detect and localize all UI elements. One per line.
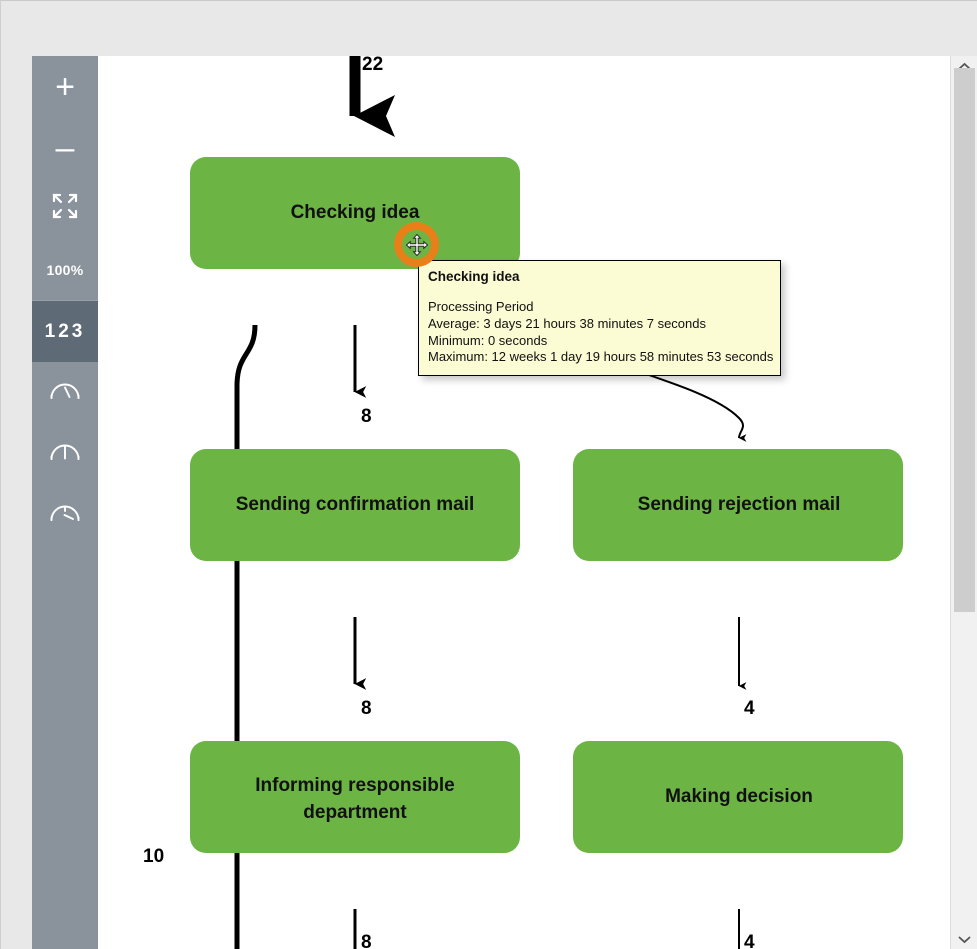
gauge-mid-button[interactable] — [32, 423, 98, 484]
canvas-vertical-scrollbar[interactable] — [950, 56, 977, 949]
tooltip-minimum: Minimum: 0 seconds — [428, 332, 548, 348]
scrollbar-thumb[interactable] — [954, 68, 975, 612]
plus-icon: + — [55, 67, 75, 106]
node-label-line2: department — [303, 802, 407, 823]
edge-label-incoming: 22 — [362, 56, 383, 75]
node-label: Sending rejection mail — [638, 494, 841, 515]
fit-screen-icon — [51, 192, 79, 225]
diagram-canvas[interactable]: Checking idea Sending confirmation mail … — [98, 56, 950, 949]
zoom-level-label: 100% — [46, 261, 84, 278]
toolbar-divider — [32, 300, 98, 301]
node-label-line1: Informing responsible — [255, 775, 455, 796]
edge-label-decision-out: 4 — [744, 932, 755, 949]
edge-label-to-decision: 4 — [744, 698, 755, 719]
node-tooltip: Checking idea Processing Period Average:… — [418, 260, 781, 376]
canvas-toolbar: + – 100% 123 — [32, 56, 98, 949]
zoom-out-button[interactable]: – — [32, 117, 98, 178]
tooltip-maximum: Maximum: 12 weeks 1 day 19 hours 58 minu… — [428, 349, 774, 365]
gauge-low-icon — [49, 378, 81, 407]
tooltip-average: Average: 3 days 21 hours 38 minutes 7 se… — [428, 315, 706, 331]
gauge-high-icon — [49, 500, 81, 529]
minus-icon: – — [55, 128, 75, 167]
node-making-decision[interactable]: Making decision — [573, 741, 903, 853]
scroll-down-button[interactable] — [951, 929, 977, 949]
zoom-level-display[interactable]: 100% — [32, 239, 98, 300]
edge-label-informing-out: 8 — [361, 932, 372, 949]
zoom-in-button[interactable]: + — [32, 56, 98, 117]
gauge-low-button[interactable] — [32, 362, 98, 423]
node-label: Checking idea — [291, 202, 420, 223]
edge-label-to-informing: 8 — [361, 698, 372, 719]
tooltip-title: Checking idea — [428, 269, 520, 284]
case-count-button[interactable]: 123 — [32, 301, 98, 362]
node-checking-idea[interactable]: Checking idea — [190, 157, 520, 269]
window-left-divider — [0, 0, 1, 949]
scroll-up-button[interactable] — [951, 56, 977, 76]
node-label: Making decision — [665, 786, 813, 807]
node-sending-confirmation-mail[interactable]: Sending confirmation mail — [190, 449, 520, 561]
gauge-high-button[interactable] — [32, 484, 98, 545]
edge-loop-back[interactable] — [234, 324, 258, 949]
numbers-icon: 123 — [44, 320, 86, 342]
edge-label-to-confirmation: 8 — [361, 406, 372, 427]
window-top-divider — [0, 0, 977, 1]
gauge-mid-icon — [49, 439, 81, 468]
node-informing-responsible-department[interactable]: Informing responsible department — [190, 741, 520, 853]
edge-label-loop-back: 10 — [143, 846, 164, 867]
node-drag-handle[interactable] — [394, 222, 439, 267]
node-sending-rejection-mail[interactable]: Sending rejection mail — [573, 449, 903, 561]
fit-to-screen-button[interactable] — [32, 178, 98, 239]
tooltip-section-label: Processing Period — [428, 299, 534, 315]
move-cursor-icon — [402, 230, 431, 259]
node-label: Sending confirmation mail — [236, 494, 475, 515]
